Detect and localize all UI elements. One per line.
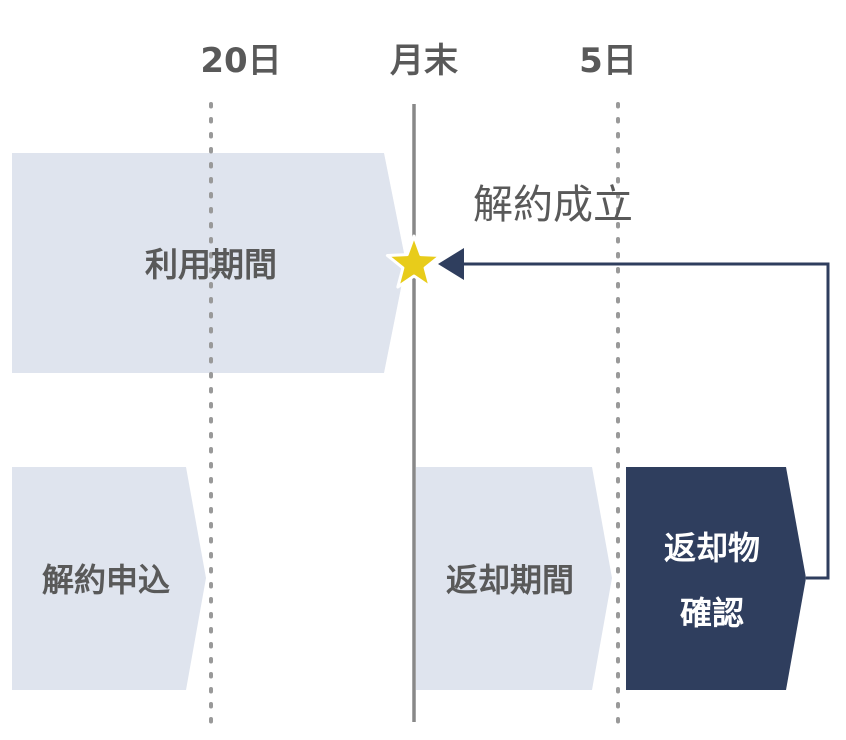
returned-item-check-label-line1: 返却物 [664, 529, 760, 567]
marker-5th-label: 5日 [579, 41, 637, 81]
usage-period-label: 利用期間 [145, 245, 277, 284]
return-period-block [416, 467, 612, 690]
cancellation-request-block [12, 467, 206, 690]
return-period-label: 返却期間 [446, 561, 574, 599]
marker-month-end-label: 月末 [390, 41, 458, 81]
returned-item-check-label-line2: 確認 [680, 594, 744, 632]
contract-termination-label: 解約成立 [473, 182, 633, 228]
arrow-head-icon [438, 248, 464, 280]
usage-period-block [12, 153, 406, 373]
cancellation-request-label: 解約申込 [42, 561, 170, 599]
confirmation-return-arrow-line [462, 262, 830, 580]
star-icon [385, 234, 443, 289]
marker-20th-label: 20日 [200, 41, 281, 81]
returned-item-check-block [626, 467, 806, 690]
